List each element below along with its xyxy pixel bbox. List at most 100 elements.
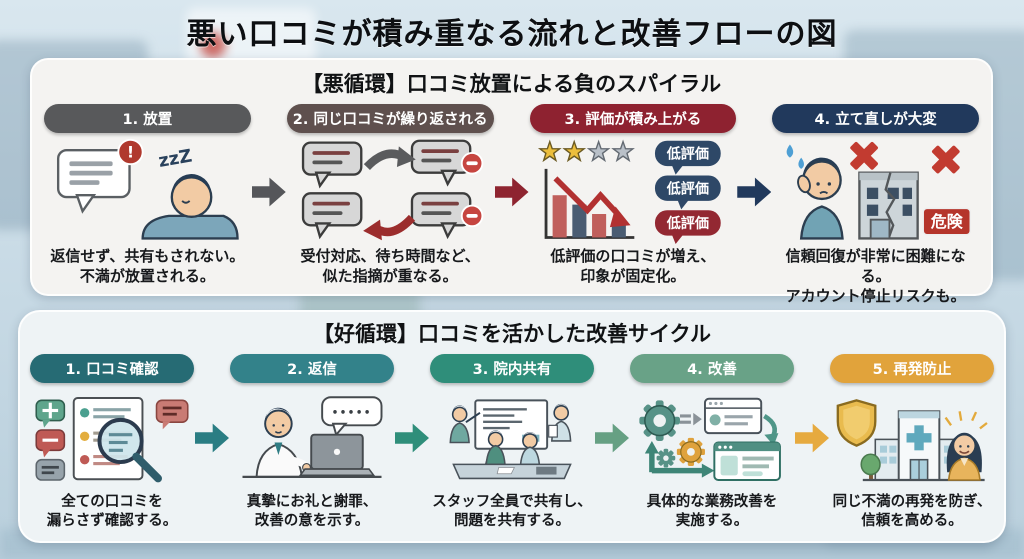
- good-step-3-pill: 3. 院内共有: [430, 354, 594, 383]
- trouble-recovery-illustration: 危険: [772, 137, 979, 245]
- worried-person-icon: [786, 144, 845, 240]
- magnifier-icon: [97, 417, 162, 483]
- good-step-2-caption: 真摯にお礼と謝罪、改善の意を示す。: [246, 494, 378, 530]
- good-step-5-caption: 同じ不満の再発を防ぎ、信頼を高める。: [832, 494, 992, 530]
- bad-arrow-2: [494, 104, 530, 208]
- zzz-text: zzZ: [157, 145, 194, 172]
- speech-bubble-icon: [56, 148, 131, 214]
- review-bubble-icon: [301, 141, 363, 189]
- good-step-1-pill: 1. 口コミ確認: [30, 354, 194, 383]
- trust-building-illustration: [830, 387, 994, 491]
- good-step-4-pill: 4. 改善: [630, 354, 794, 383]
- laptop-icon: [298, 433, 376, 477]
- good-step-1-caption: 全ての口コミを漏らさず確認する。: [46, 494, 178, 530]
- good-step-prevent: 5. 再発防止: [830, 354, 994, 531]
- good-cycle-heading: 【好循環】口コミを活かした改善サイクル: [313, 322, 711, 346]
- bad-cycle-panel: 【悪循環】口コミ放置による負のスパイラル 1. 放置: [30, 58, 993, 305]
- good-step-check: 1. 口コミ確認: [30, 354, 194, 531]
- loop-arrow-icon: [644, 440, 715, 478]
- good-arrow-2: [394, 354, 430, 454]
- happy-patient-icon: [944, 411, 988, 481]
- good-step-4-caption: 具体的な業務改善を実施する。: [646, 494, 778, 530]
- bad-step-1-pill: 1. 放置: [44, 104, 251, 133]
- comment-bubble-icon: [35, 458, 66, 481]
- browser-window-icon: [703, 397, 763, 435]
- x-mark-icon: [850, 141, 879, 170]
- svg-text:低評価: 低評価: [665, 215, 708, 232]
- svg-text:低評価: 低評価: [665, 146, 708, 163]
- damaged-building-icon: [858, 171, 920, 240]
- right-arrow-icon: [737, 177, 772, 207]
- right-arrow-icon: [195, 423, 229, 453]
- minus-bubble-icon: [35, 429, 66, 458]
- good-step-2-pill: 2. 返信: [230, 354, 394, 383]
- good-arrow-4: [794, 354, 830, 454]
- good-cycle-row: 1. 口コミ確認: [30, 354, 994, 531]
- good-arrow-1: [194, 354, 230, 454]
- svg-text:低評価: 低評価: [665, 180, 708, 197]
- right-arrow-icon: [251, 177, 286, 207]
- staff-meeting-illustration: [430, 387, 594, 491]
- right-arrow-icon: [795, 423, 829, 453]
- x-mark-icon: [932, 145, 960, 174]
- review-bubble-icon: [301, 192, 363, 240]
- bad-step-3-pill: 3. 評価が積み上がる: [529, 104, 737, 133]
- bad-step-recovery: 4. 立て直しが大変: [772, 104, 979, 306]
- cycle-arrows-icon: [362, 146, 416, 241]
- shield-icon: [836, 399, 877, 447]
- svg-text:危険: 危険: [931, 212, 964, 231]
- right-arrow-icon: [595, 423, 629, 453]
- alert-badge-icon: !: [117, 138, 144, 166]
- process-improvement-illustration: [630, 387, 794, 491]
- declining-bar-chart-icon: [544, 168, 634, 239]
- good-cycle-panel: 【好循環】口コミを活かした改善サイクル 1. 口コミ確認: [18, 310, 1006, 543]
- good-step-5-pill: 5. 再発防止: [830, 354, 994, 383]
- right-arrow-icon: [395, 423, 429, 453]
- meeting-table-icon: [452, 463, 572, 480]
- review-bubble-icon: [410, 139, 484, 187]
- presenter-right-icon: [548, 403, 572, 442]
- bad-cycle-heading: 【悪循環】口コミ放置による負のスパイラル: [301, 72, 722, 96]
- bad-arrow-1: [251, 104, 287, 208]
- bad-arrow-3: [736, 104, 772, 208]
- browser-window-icon: [713, 441, 781, 481]
- bad-step-ratings: 3. 評価が積み上がる: [529, 104, 737, 287]
- svg-text:•••••: •••••: [332, 408, 372, 419]
- good-arrow-3: [594, 354, 630, 454]
- falling-ratings-illustration: 低評価 低評価 低評価: [530, 137, 737, 245]
- bad-step-3-caption: 低評価の口コミが増え、印象が固定化。: [550, 247, 716, 285]
- danger-badge: 危険: [922, 207, 972, 236]
- review-check-illustration: [30, 387, 194, 491]
- bad-step-1-caption: 返信せず、共有もされない。不満が放置される。: [50, 247, 245, 285]
- plus-bubble-icon: [35, 399, 66, 428]
- bad-step-4-pill: 4. 立て直しが大変: [772, 104, 979, 133]
- doctor-icon: [255, 407, 312, 478]
- gear-icon: [676, 437, 705, 466]
- sleeping-person-illustration: ! zzZ: [44, 137, 251, 245]
- arrow-to-window-icon: [679, 412, 702, 426]
- bad-step-2-pill: 2. 同じ口コミが繰り返される: [286, 104, 494, 133]
- sun-rays-icon: [944, 411, 988, 430]
- bad-cycle-row: 1. 放置 ! zzZ: [44, 104, 979, 306]
- low-rating-bubble-icon: 低評価: [654, 210, 721, 245]
- background-avatar-dot: [200, 32, 226, 58]
- good-step-improve: 4. 改善: [630, 354, 794, 531]
- bad-step-4-caption: 信頼回復が非常に困難になる。アカウント停止リスクも。: [785, 247, 966, 305]
- seated-staff-icon: [485, 430, 541, 466]
- low-rating-bubble-icon: 低評価: [654, 140, 721, 175]
- gear-icon: [656, 448, 676, 468]
- page-title: 悪い口コミが積み重なる流れと改善フローの図: [186, 17, 838, 52]
- gear-icon: [639, 400, 680, 441]
- bad-step-repeat: 2. 同じ口コミが繰り返される: [286, 104, 494, 287]
- bad-step-neglect: 1. 放置 ! zzZ: [44, 104, 251, 287]
- low-rating-bubble-icon: 低評価: [654, 175, 721, 210]
- presenter-left-icon: [449, 405, 481, 444]
- svg-text:!: !: [127, 143, 134, 162]
- good-step-reply: 2. 返信 •••••: [230, 354, 394, 531]
- reply-bubble-icon: •••••: [321, 396, 383, 437]
- comment-bubble-icon: [155, 399, 189, 430]
- right-arrow-icon: [494, 177, 529, 207]
- doctor-replying-illustration: •••••: [230, 387, 394, 491]
- sleeping-person-icon: [141, 174, 239, 240]
